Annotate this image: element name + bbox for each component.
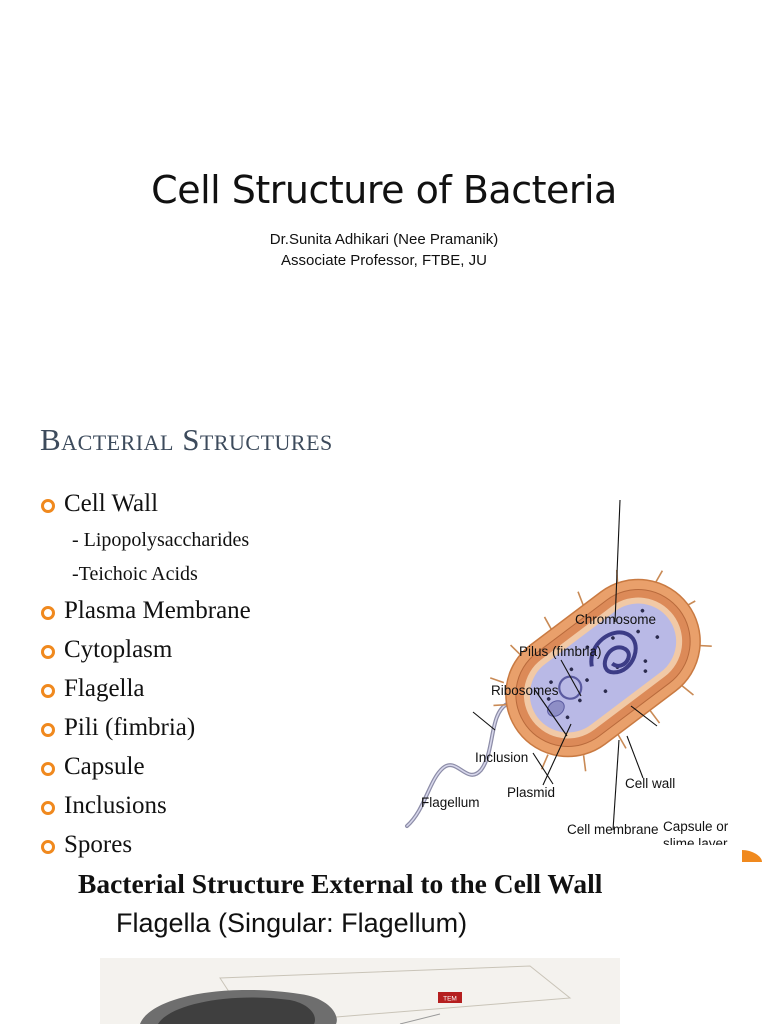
author-position: Associate Professor, FTBE, JU: [281, 252, 487, 269]
slide-title: Cell Structure of Bacteria: [151, 168, 617, 212]
bullet-item: Plasma Membrane: [40, 591, 251, 630]
corner-accent-shape: [742, 850, 762, 862]
chromosome-shape: [589, 630, 638, 675]
bacterium-diagram: Chromosome Pilus (fimbria) Ribosomes Inc…: [405, 500, 729, 845]
slide-author-block: Dr.Sunita Adhikari (Nee Pramanik) Associ…: [0, 229, 768, 271]
slide-title: Bacterial Structure External to the Cell…: [78, 868, 603, 899]
external-structures-slide: Bacterial Structure External to the Cell…: [0, 862, 768, 1024]
inclusion-shape: [547, 700, 565, 717]
label-cell-membrane: Cell membrane: [567, 822, 659, 837]
bullet-item: Cell Wall: [40, 484, 251, 523]
slide-subtitle: Flagella (Singular: Flagellum): [116, 908, 468, 938]
label-ribosomes: Ribosomes: [491, 683, 559, 698]
sub-bullet-item: - Lipopolysaccharides: [72, 529, 250, 551]
bullet-item: Capsule: [40, 747, 251, 786]
label-chromosome: Chromosome: [575, 612, 656, 627]
label-capsule-1: Capsule or: [663, 819, 729, 834]
plasmid-shape: [558, 675, 583, 700]
title-slide: Cell Structure of Bacteria Dr.Sunita Adh…: [0, 0, 768, 400]
slide-heading: Bacterial Structures: [40, 422, 333, 457]
bullet-item: Pili (fimbria): [40, 708, 251, 747]
bullet-item: Cytoplasm: [40, 630, 251, 669]
bacterial-structures-slide: Bacterial Structures Cell Wall - Lipopoly…: [0, 400, 768, 862]
flagellum-micrograph-image: TEM: [100, 958, 620, 1024]
bullet-item: Inclusions: [40, 786, 251, 825]
bullet-list: Cell Wall - Lipopolysaccharides -Teichoic …: [40, 484, 251, 862]
sub-bullet-item: -Teichoic Acids: [72, 563, 198, 585]
label-cell-wall: Cell wall: [625, 776, 675, 791]
author-name: Dr.Sunita Adhikari (Nee Pramanik): [269, 231, 499, 248]
cytoplasm-area: [529, 603, 677, 733]
label-capsule-2: slime layer: [663, 836, 728, 845]
diagram-label-overlay: Cell wall Plasmid Cell membrane: [507, 776, 675, 837]
label-plasmid: Plasmid: [507, 785, 555, 800]
cell-body: [489, 569, 712, 772]
label-inclusion: Inclusion: [475, 750, 528, 765]
bullet-item: Flagella: [40, 669, 251, 708]
label-pilus: Pilus (fimbria): [519, 644, 602, 659]
label-flagellum: Flagellum: [421, 795, 480, 810]
bullet-item: Spores: [40, 825, 251, 862]
tem-badge: [438, 992, 462, 1003]
tem-badge-label: TEM: [443, 996, 457, 1003]
